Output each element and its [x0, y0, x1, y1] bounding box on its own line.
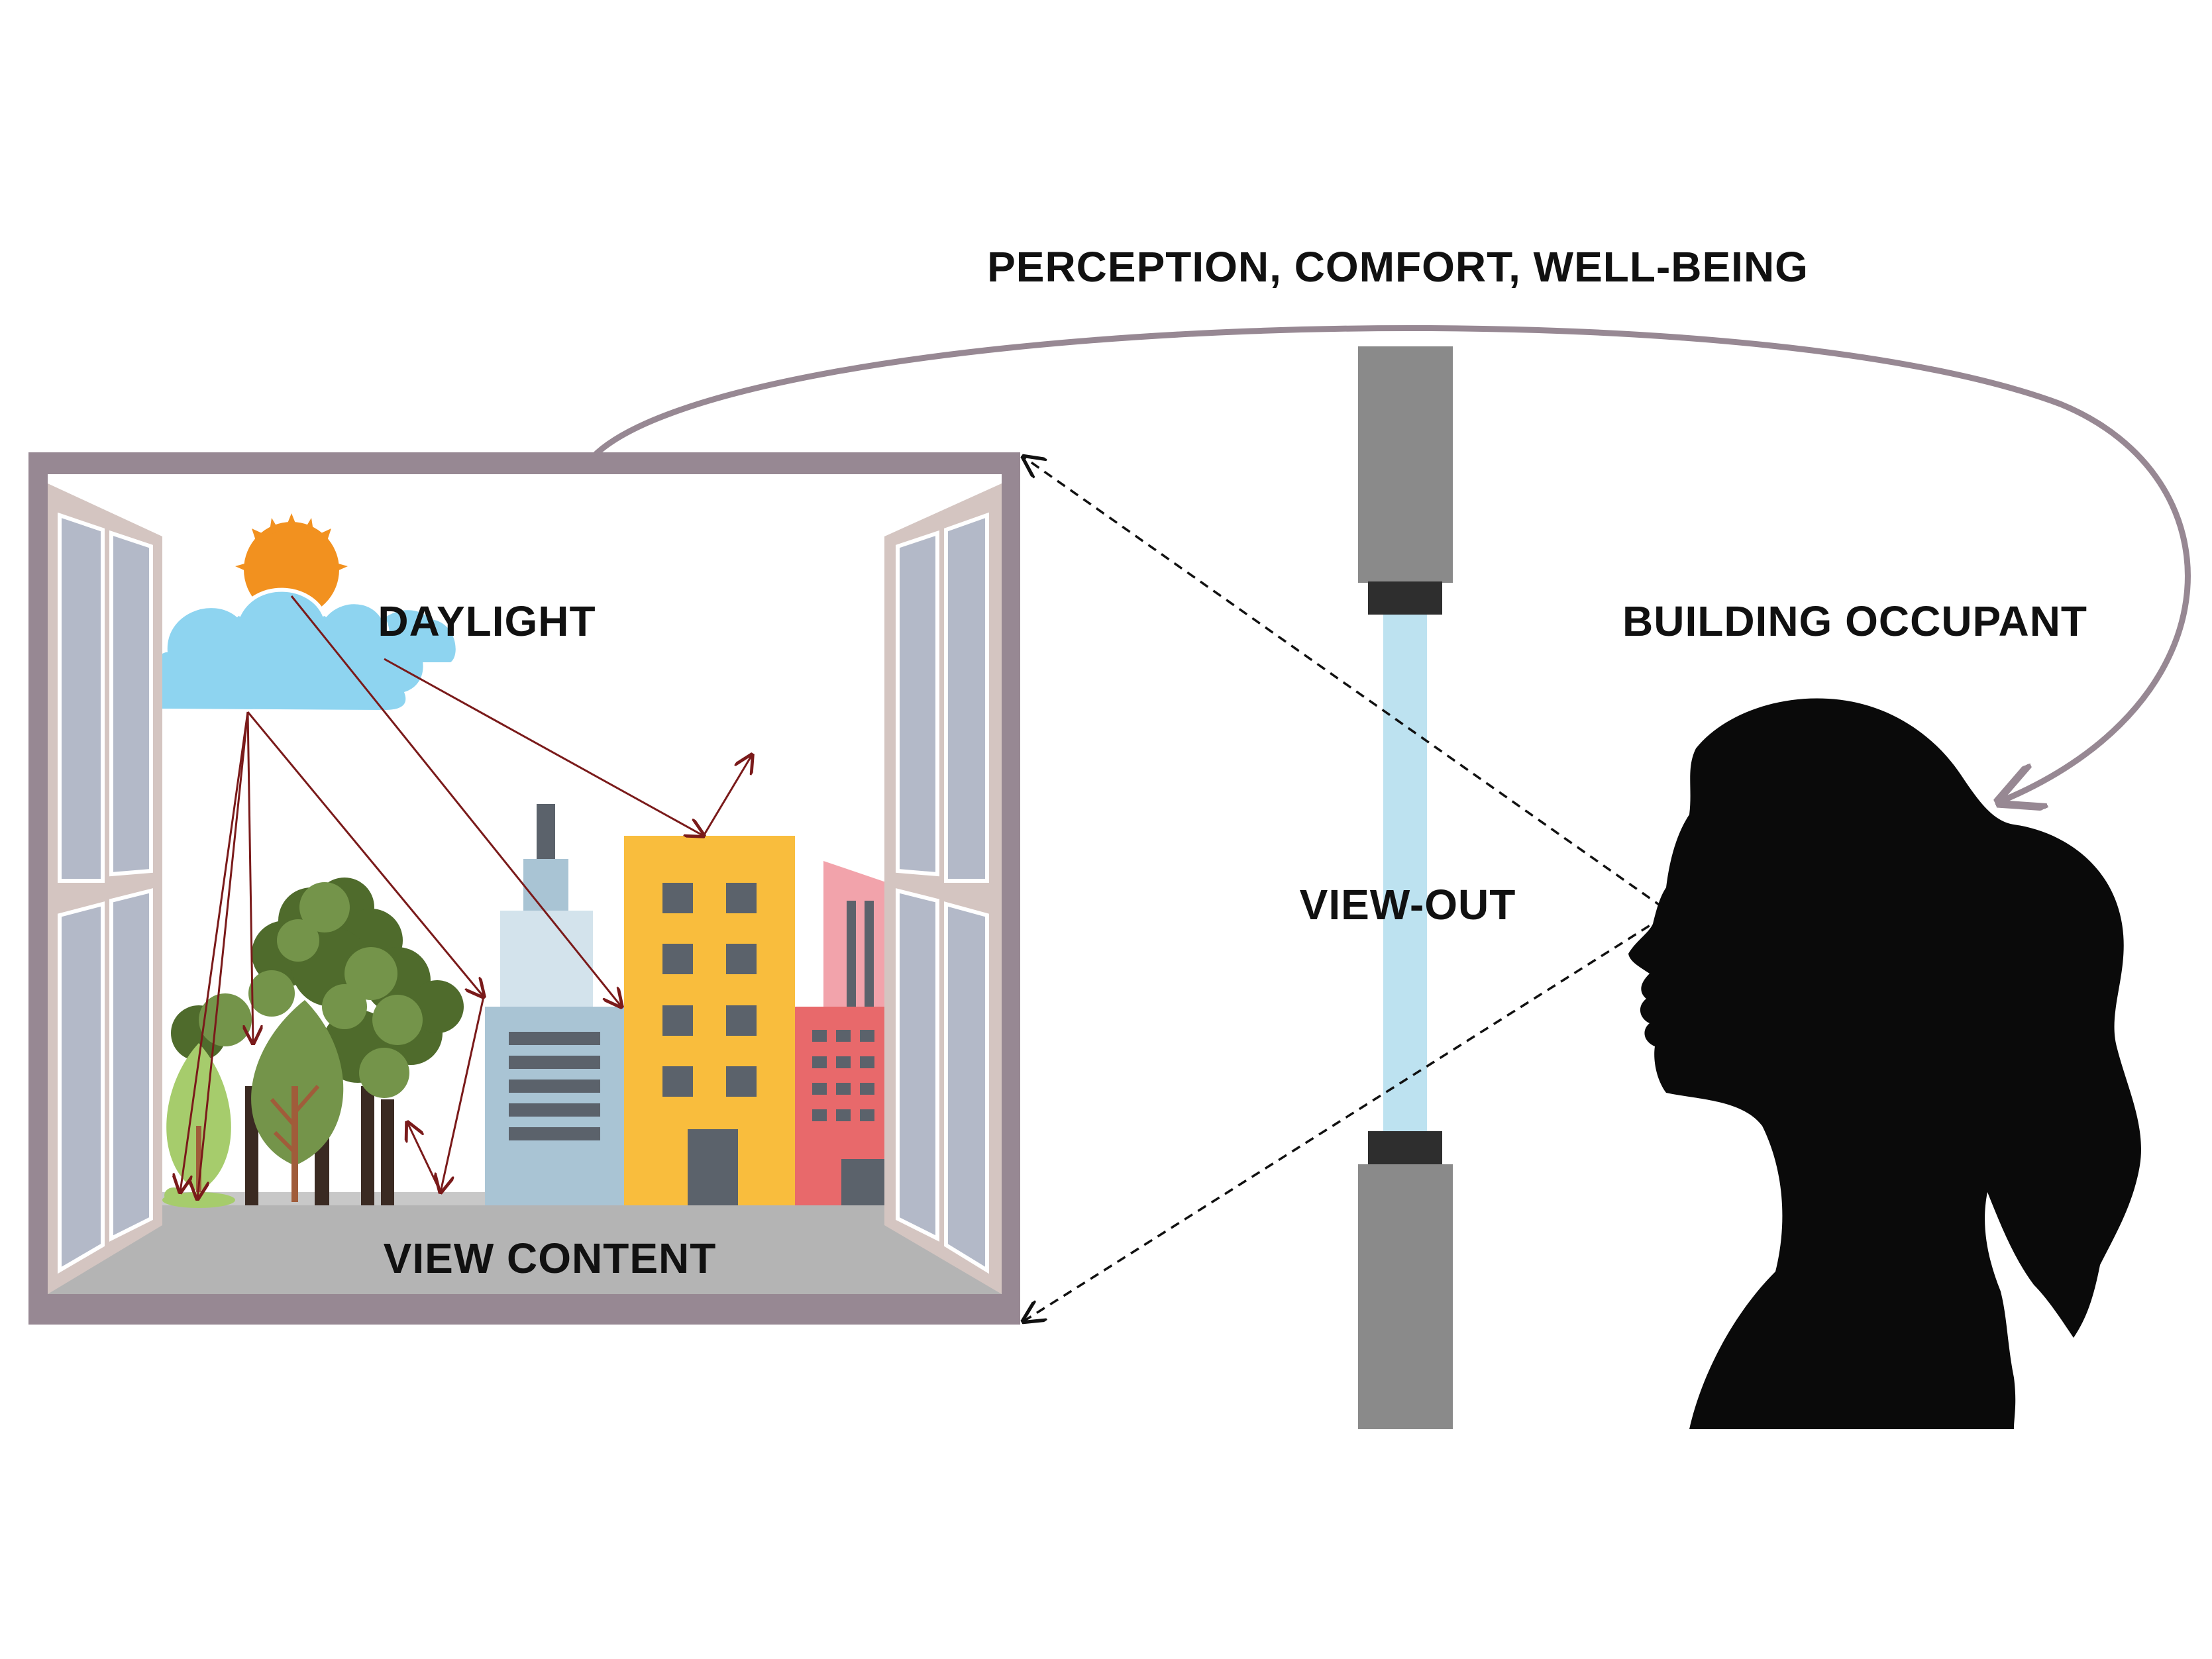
yellow-building-door [688, 1129, 738, 1205]
window-pane [1383, 615, 1427, 1131]
label-view-content: VIEW CONTENT [384, 1234, 717, 1282]
cloud-icon [148, 587, 456, 710]
label-building-occupant: BUILDING OCCUPANT [1622, 597, 2087, 645]
window-sill [48, 1202, 1002, 1294]
window [28, 452, 1020, 1325]
red-building-door [841, 1159, 888, 1205]
left-sash [48, 483, 162, 1294]
daylight-rays [180, 595, 752, 1199]
label-daylight: DAYLIGHT [378, 597, 596, 645]
wall-cap-upper [1368, 581, 1442, 615]
sight-lines [1024, 457, 1664, 1321]
tree-light [166, 1043, 231, 1192]
right-sash [884, 483, 1002, 1294]
feedback-arc [590, 325, 2191, 801]
trees [162, 878, 464, 1208]
wall-section [1358, 346, 1453, 1429]
wall-cap-lower [1368, 1131, 1442, 1164]
blue-tower-top [523, 859, 568, 912]
label-view-out: VIEW-OUT [1300, 881, 1516, 929]
label-perception: PERCEPTION, COMFORT, WELL-BEING [987, 243, 1809, 291]
wall-lower [1358, 1164, 1453, 1429]
occupant-silhouette [1628, 698, 2141, 1429]
wall-upper [1358, 346, 1453, 583]
city-buildings [485, 804, 891, 1205]
blue-tower-mid [500, 911, 593, 1010]
tree-mid [251, 1000, 344, 1166]
blue-tower-antenna [537, 804, 555, 860]
